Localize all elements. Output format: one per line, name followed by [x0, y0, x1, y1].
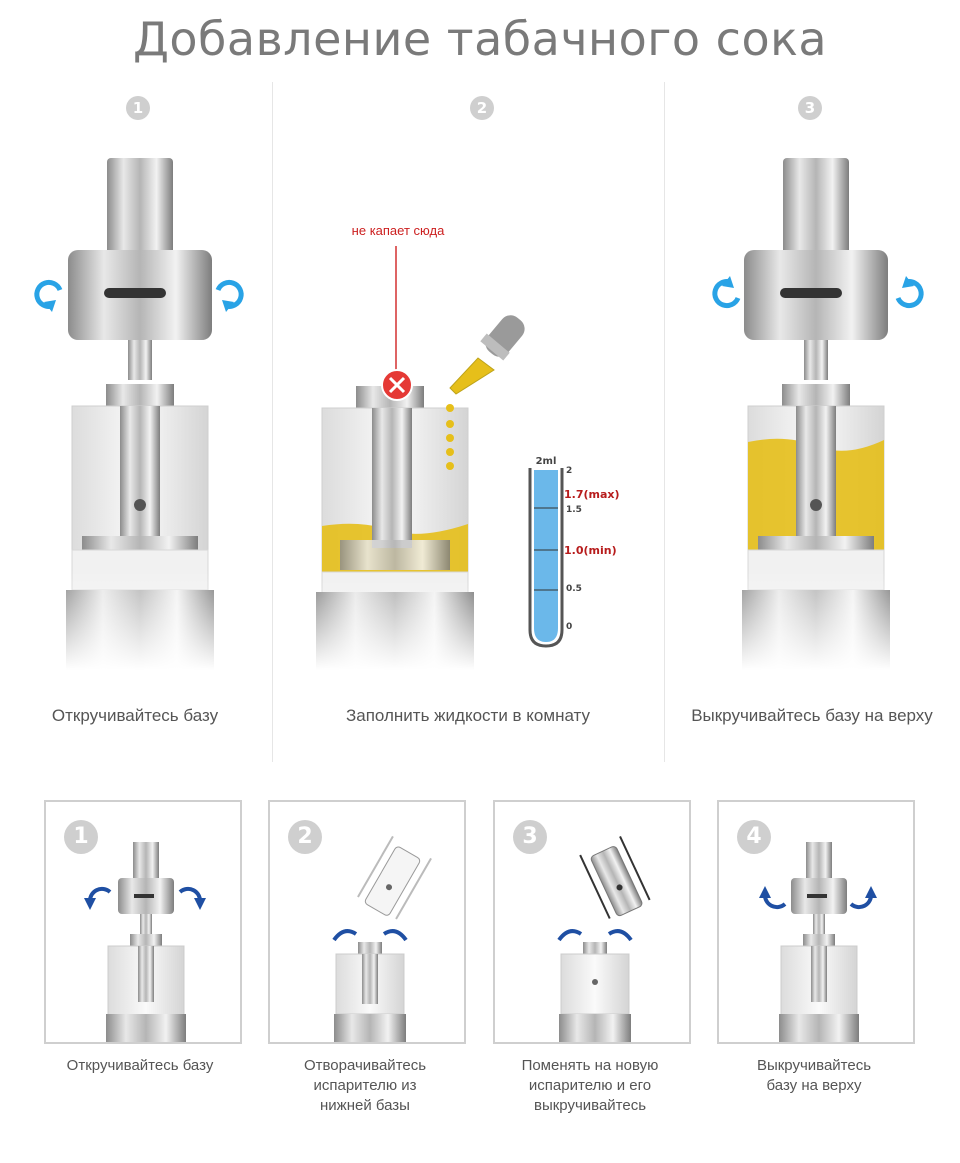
atomizer-mini-illustration	[106, 842, 186, 1042]
card-number: 4	[737, 820, 771, 854]
tube-tick: 0.5	[566, 584, 582, 594]
coil-icon	[357, 835, 432, 920]
base-mini-illustration	[334, 942, 406, 1042]
rotate-arrow-icon	[215, 279, 244, 312]
column-divider	[664, 82, 665, 762]
rotate-arrow-icon	[712, 276, 741, 309]
coil-step-card-1: 1	[44, 800, 242, 1044]
atomizer-filling-illustration	[310, 386, 480, 670]
rotate-arrow-icon	[332, 929, 408, 942]
tube-max-label: 1.7(max)	[564, 488, 620, 501]
rotate-arrow-icon	[178, 886, 206, 910]
base-mini-illustration	[559, 942, 631, 1042]
no-drip-icon	[381, 369, 413, 401]
tube-tick: 2	[566, 466, 572, 476]
coil-icon	[579, 836, 651, 919]
rotate-arrow-icon	[849, 886, 877, 910]
step-caption-1: Откручивайтесь базу	[51, 706, 219, 725]
tube-capacity-label: 2ml	[536, 456, 557, 467]
tube-min-label: 1.0(min)	[564, 544, 617, 557]
rotate-arrow-icon	[759, 886, 787, 910]
rotate-arrow-icon	[84, 886, 112, 910]
page-title: Добавление табачного сока	[132, 12, 828, 66]
atomizer-open-illustration	[20, 158, 260, 670]
column-divider	[272, 82, 273, 762]
coil-step-caption-2: Отворачивайтесь испарителю из нижней баз…	[303, 1057, 427, 1114]
atomizer-mini-illustration	[779, 842, 859, 1042]
step-caption-3: Выкручивайтесь базу на верху	[691, 706, 933, 725]
tube-tick: 0	[566, 622, 572, 632]
no-drip-warning: не капает сюда	[352, 223, 445, 374]
coil-step-card-2: 2	[268, 800, 466, 1044]
card-number: 3	[513, 820, 547, 854]
coil-step-caption-3: Поменять на новую испарителю и его выкру…	[521, 1057, 659, 1114]
measuring-tube-icon: 2ml 2 1.5 0.5 0 1.7(max) 1.0(min)	[528, 456, 620, 648]
coil-step-caption-1: Откручивайтесь базу	[66, 1057, 214, 1074]
atomizer-filled-illustration	[696, 158, 936, 670]
card-number: 1	[64, 820, 98, 854]
card-number: 2	[288, 820, 322, 854]
no-drip-label: не капает сюда	[352, 223, 445, 238]
tube-tick: 1.5	[566, 505, 582, 515]
step-caption-2: Заполнить жидкости в комнату	[345, 706, 591, 725]
coil-step-card-3: 3	[493, 800, 691, 1044]
step-number-2: 2	[470, 96, 494, 120]
rotate-arrow-icon	[34, 279, 63, 312]
coil-step-caption-4: Выкручивайтесь базу на верху	[756, 1057, 872, 1094]
rotate-arrow-icon	[557, 929, 633, 942]
step-number-3: 3	[798, 96, 822, 120]
rotate-arrow-icon	[895, 276, 924, 309]
coil-step-card-4: 4	[717, 800, 915, 1044]
step-number-1: 1	[126, 96, 150, 120]
dropper-icon	[446, 315, 525, 470]
